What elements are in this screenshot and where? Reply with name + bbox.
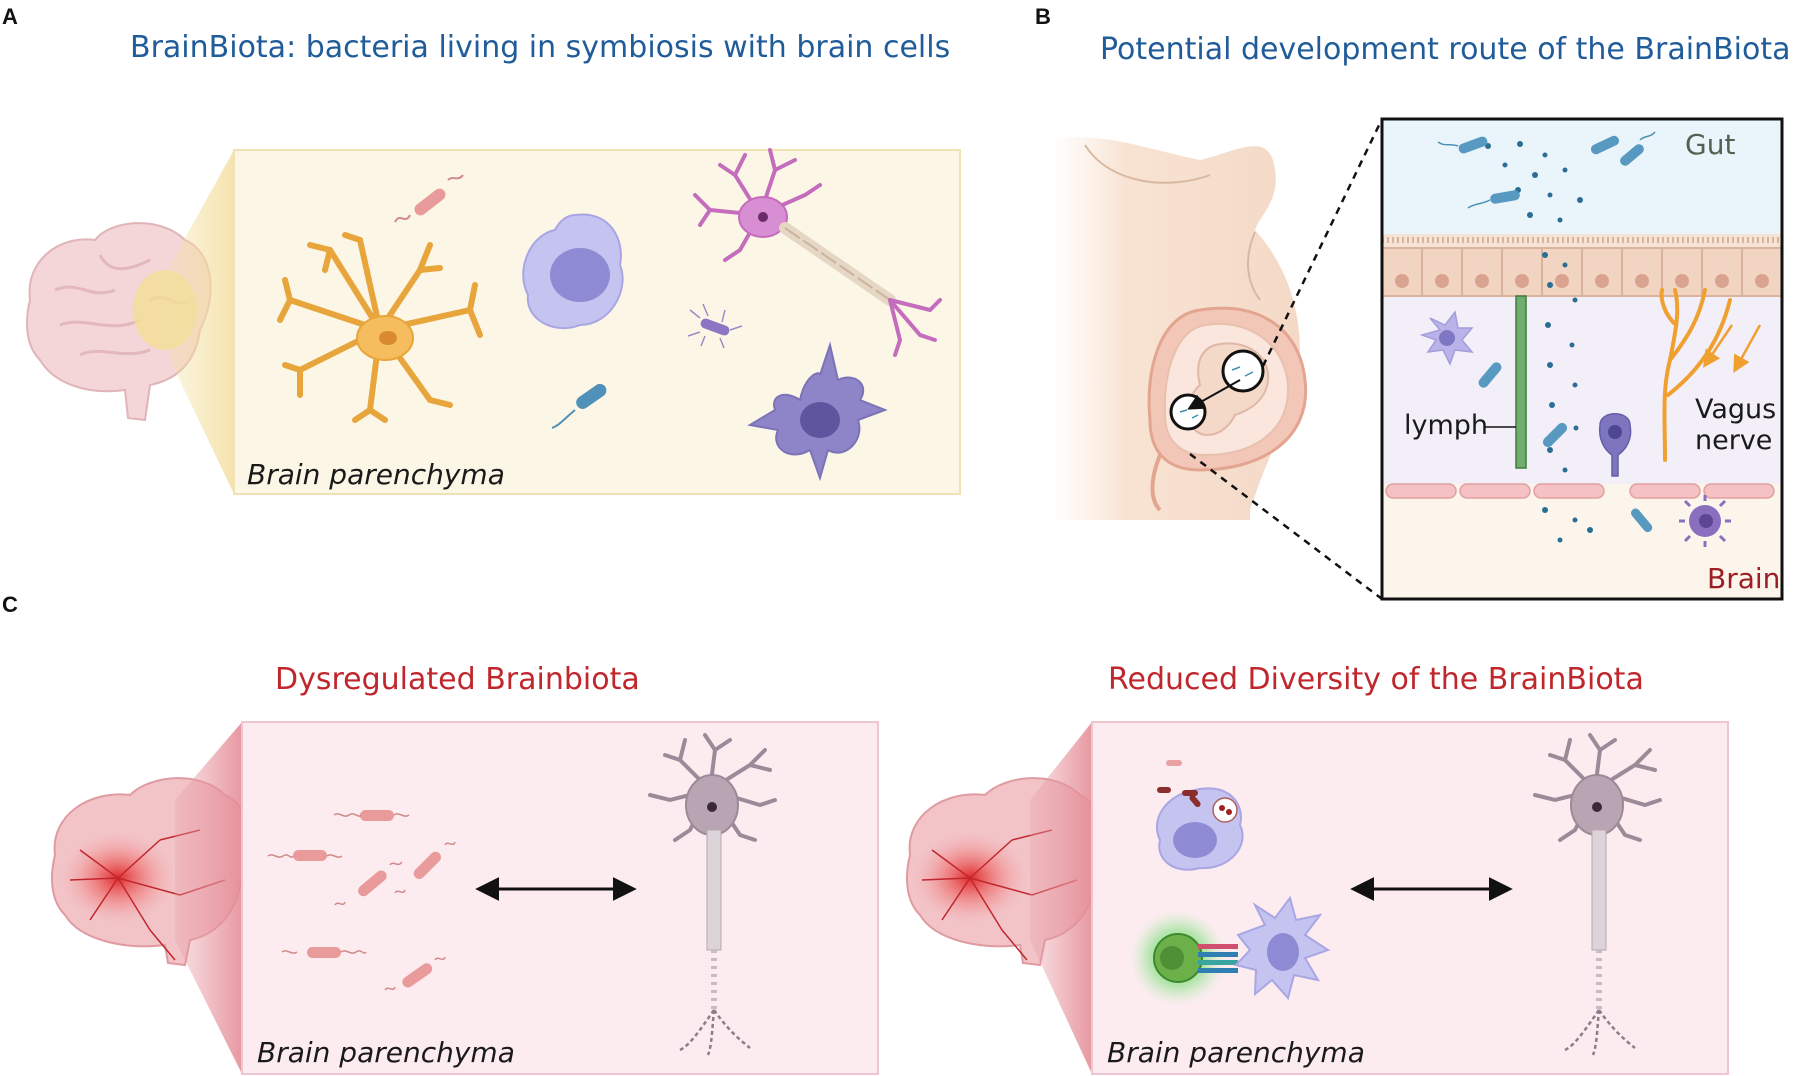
epithelial-nuclei bbox=[1395, 274, 1769, 288]
immune-cell-b1 bbox=[1419, 310, 1474, 366]
panel-a-title: BrainBiota: bacteria living in symbiosis… bbox=[130, 30, 951, 65]
panel-c-left-title: Dysregulated Brainbiota bbox=[275, 662, 640, 697]
panel-c-left-region-label: Brain parenchyma bbox=[257, 1036, 515, 1069]
debris-bacterium-2 bbox=[1157, 787, 1171, 793]
vagus-arrow-1 bbox=[1703, 324, 1734, 368]
lymph-vessel bbox=[1515, 295, 1527, 469]
metabolite-dots bbox=[1485, 141, 1593, 543]
dysregulated-flagella bbox=[267, 813, 456, 991]
vagus-label-1: Vagus bbox=[1695, 394, 1777, 425]
vagus-label-2: nerve bbox=[1695, 425, 1773, 456]
brain-label: Brain bbox=[1707, 562, 1781, 595]
endothelial-cells bbox=[1385, 483, 1775, 499]
bacterium-pink-a bbox=[394, 174, 464, 223]
neuron-a bbox=[693, 148, 942, 357]
panel-b-title: Potential development route of the Brain… bbox=[1100, 32, 1791, 67]
dendritic-cell-c bbox=[1234, 895, 1331, 1001]
pregnant-body bbox=[1050, 137, 1308, 520]
debris-bacterium-3 bbox=[1182, 790, 1198, 796]
panel-c-left-box bbox=[241, 721, 879, 1075]
neuron-c-right bbox=[1533, 733, 1662, 1056]
phagocyte-cell bbox=[1155, 787, 1244, 871]
immune-cell-b3 bbox=[1679, 495, 1731, 547]
panel-a-region-label: Brain parenchyma bbox=[247, 458, 505, 491]
vagus-arrow-2 bbox=[1733, 324, 1762, 374]
panel-c-right-region-label: Brain parenchyma bbox=[1107, 1036, 1365, 1069]
panel-c-right-box bbox=[1091, 721, 1729, 1075]
gut-region bbox=[1382, 119, 1782, 234]
brain-region bbox=[1382, 484, 1782, 599]
zoom-line-top bbox=[1261, 118, 1384, 367]
zoom-line-bottom bbox=[1189, 453, 1383, 600]
gut-bacteria bbox=[1437, 131, 1656, 209]
dendritic-cell-a bbox=[747, 341, 888, 482]
panel-c-right-funnel bbox=[1030, 722, 1092, 1074]
panel-a-zoom-funnel bbox=[170, 150, 234, 494]
neuron-c-left bbox=[648, 733, 777, 1056]
debris-bacterium-1 bbox=[1166, 760, 1182, 766]
panel-c-right-title: Reduced Diversity of the BrainBiota bbox=[1108, 662, 1644, 697]
bacterium-b-brain bbox=[1631, 508, 1653, 533]
bacterium-purple-a bbox=[687, 303, 743, 349]
bacterium-b-mid bbox=[1542, 422, 1568, 448]
zoom-circle-bacteria bbox=[1179, 366, 1254, 419]
fetus-route-arrow bbox=[1187, 379, 1241, 410]
panel-b-letter: B bbox=[1035, 4, 1051, 29]
epithelial-cells bbox=[1381, 247, 1783, 297]
zoom-circle-brain bbox=[1169, 393, 1207, 431]
panel-c-left-funnel bbox=[175, 722, 242, 1074]
bacterium-blue-a bbox=[551, 383, 607, 429]
gut-brain-box bbox=[1380, 117, 1784, 601]
bacterium-b-lymph bbox=[1478, 362, 1502, 388]
zoom-circle-gut bbox=[1221, 349, 1265, 393]
lymph-label: lymph bbox=[1404, 410, 1489, 441]
immune-cell-nucleus bbox=[550, 248, 610, 302]
panel-c-letter: C bbox=[2, 592, 18, 617]
dysregulated-bacteria bbox=[293, 810, 441, 988]
astrocyte-nucleus bbox=[379, 331, 397, 345]
gut-label: Gut bbox=[1685, 128, 1736, 161]
panel-a-letter: A bbox=[2, 4, 18, 29]
receptor-complex bbox=[1198, 944, 1238, 973]
immune-cell-b2 bbox=[1598, 413, 1632, 477]
t-cell-nucleus bbox=[1160, 946, 1184, 970]
